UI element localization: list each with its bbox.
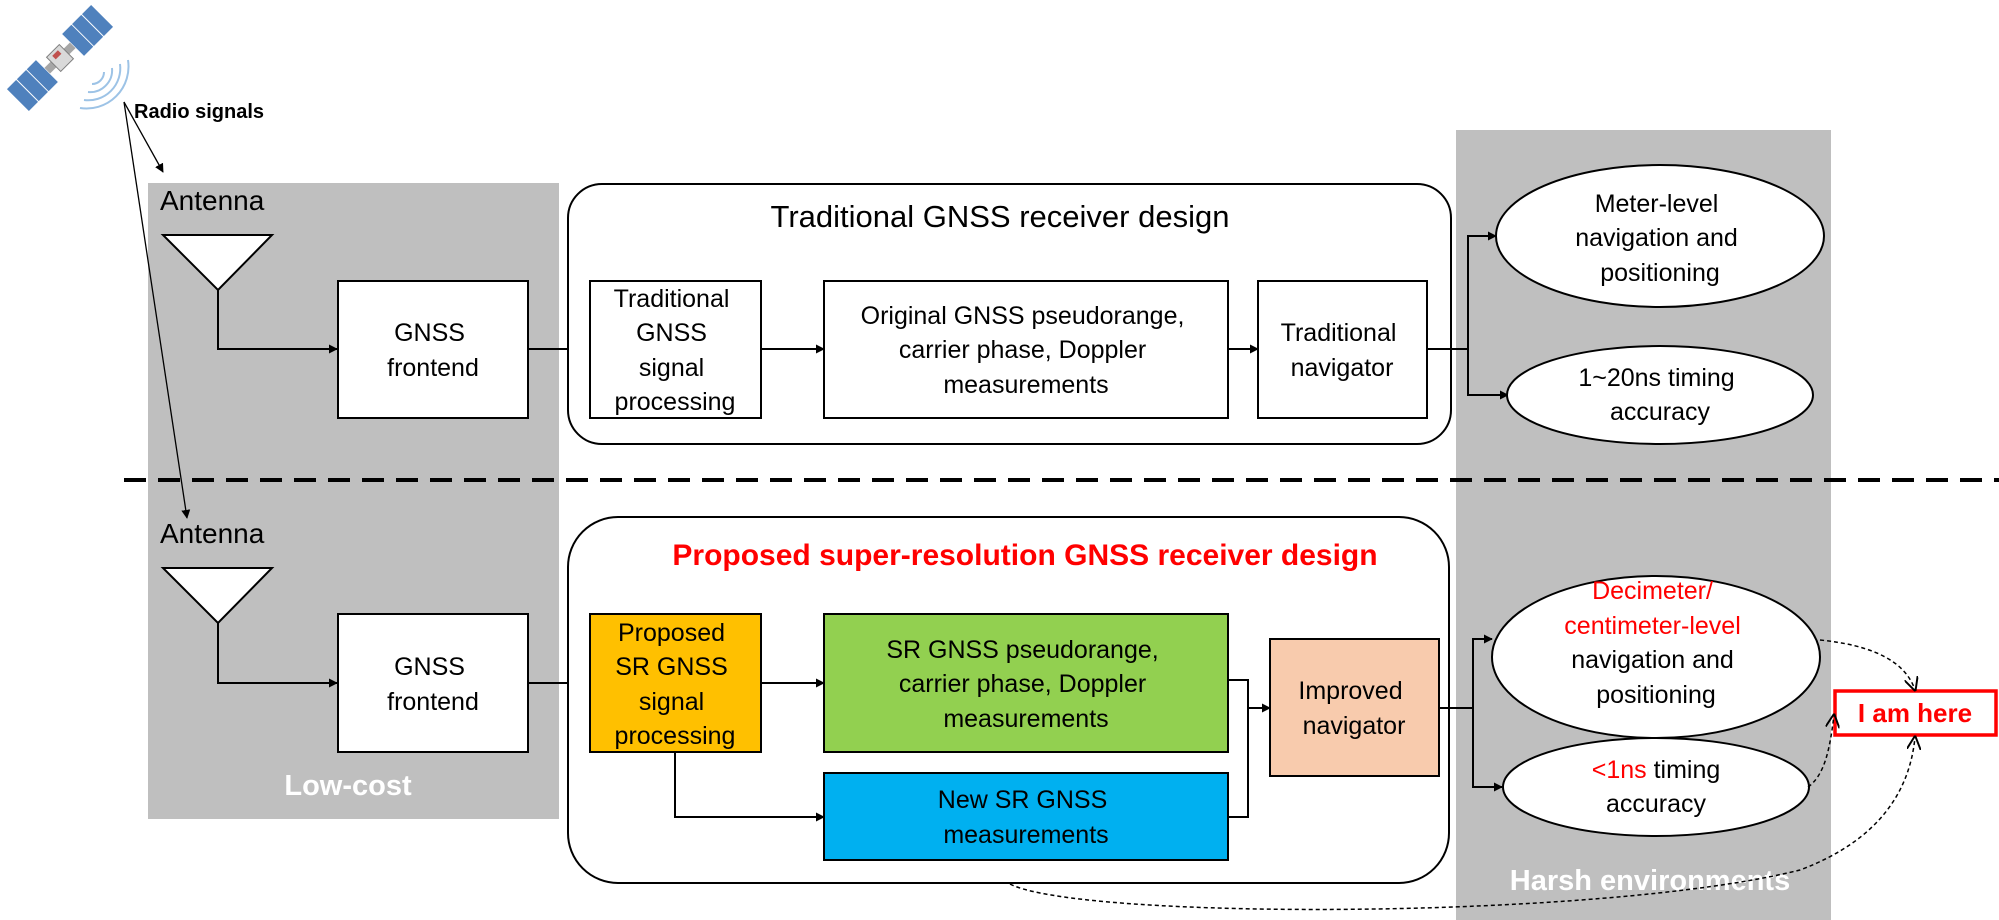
radio-signals-label: Radio signals: [134, 101, 264, 123]
trad-nav-output-arrows: [1427, 231, 1509, 400]
decimeter-output-ellipse: Decimeter/ centimeter-level navigation a…: [1491, 575, 1821, 739]
radio-arrow-top: [123, 101, 164, 173]
svg-text:<1ns timing: <1ns timing: [1592, 756, 1721, 784]
proposed-signal-processing-box: Proposed SR GNSS signal processing: [589, 613, 762, 753]
timing-1ns-line2: accuracy: [1606, 790, 1707, 818]
trad-sp-line3: signal: [639, 354, 704, 382]
svg-text:New SR GNSS measurements: New SR GNSS measurements: [938, 786, 1114, 849]
svg-text:Meter-level navigation a: Meter-level navigation and positioning: [1575, 190, 1745, 287]
sr-meas-line2: carrier phase, Doppler: [899, 670, 1146, 698]
harsh-environments-label: Harsh environments: [1510, 865, 1790, 897]
improved-navigator-box: Improved navigator: [1269, 638, 1440, 777]
i-am-here-text: I am here: [1858, 698, 1972, 728]
timing-1-20ns-line2: accuracy: [1610, 398, 1711, 426]
decimeter-red-line1: Decimeter/: [1592, 577, 1713, 605]
arrow-prop-sp-to-new-meas: [674, 752, 825, 822]
sr-meas-line3: measurements: [943, 705, 1108, 733]
svg-text:GNSS frontend: GNSS frontend: [387, 653, 479, 716]
svg-text:Proposed SR GNSS s: Proposed SR GNSS signal processing: [615, 619, 736, 750]
svg-text:1~20ns timing accuracy: 1~20ns timing accuracy: [1578, 364, 1741, 426]
gnss-frontend-bottom-line1: GNSS: [394, 653, 465, 681]
improved-nav-line1: Improved: [1298, 677, 1402, 705]
trad-nav-line2: navigator: [1291, 354, 1394, 382]
svg-text:Traditional navigator: Traditional navigator: [1281, 319, 1404, 382]
timing-1-20ns-line1: 1~20ns timing: [1578, 364, 1734, 392]
meter-level-line1: Meter-level: [1595, 190, 1719, 218]
timing-1ns-output-ellipse: <1ns timing accuracy: [1502, 737, 1810, 837]
traditional-navigator-box: Traditional navigator: [1257, 280, 1428, 419]
decimeter-line4: positioning: [1596, 681, 1716, 709]
timing-1ns-red: <1ns: [1592, 756, 1647, 784]
trad-sp-line4: processing: [615, 388, 736, 416]
prop-sp-line2: SR GNSS: [615, 653, 728, 681]
callout-dotted-connectors: [1009, 639, 1915, 911]
meas-to-improved-nav-connectors: [1228, 679, 1271, 818]
traditional-receiver-title: Traditional GNSS receiver design: [771, 199, 1230, 234]
i-am-here-callout: I am here: [1833, 689, 1998, 737]
antenna-bottom-icon: [160, 567, 338, 688]
meter-level-output-ellipse: Meter-level navigation and positioning: [1495, 164, 1825, 308]
gnss-frontend-top-line2: frontend: [387, 354, 479, 382]
radio-arrow-bottom: [123, 101, 191, 519]
sr-meas-line1: SR GNSS pseudorange,: [886, 636, 1158, 664]
timing-1ns-rest: timing: [1647, 756, 1721, 784]
orig-meas-line1: Original GNSS pseudorange,: [861, 302, 1185, 330]
orig-meas-line3: measurements: [943, 371, 1108, 399]
antenna-top-icon: [160, 234, 338, 354]
proposed-receiver-title: Proposed super-resolution GNSS receiver …: [672, 539, 1377, 572]
satellite-icon: [5, 3, 115, 113]
meter-level-line3: positioning: [1600, 259, 1720, 287]
antenna-top-label: Antenna: [160, 185, 265, 216]
decimeter-red-line2: centimeter-level: [1564, 612, 1740, 640]
gnss-frontend-top-box: GNSS frontend: [337, 280, 529, 419]
trad-sp-line1: Traditional: [614, 285, 730, 313]
svg-text:SR GNSS pseudorange, car: SR GNSS pseudorange, carrier phase, Dopp…: [886, 636, 1165, 733]
traditional-signal-processing-box: Traditional GNSS signal processing: [589, 280, 762, 419]
new-sr-line2: measurements: [943, 821, 1108, 849]
svg-text:Original GNSS pseudorange,: Original GNSS pseudorange, carrier phase…: [861, 302, 1192, 399]
low-cost-label: Low-cost: [284, 770, 412, 802]
improved-nav-output-arrows: [1439, 634, 1503, 792]
signal-waves-icon: [79, 59, 130, 110]
original-measurements-box: Original GNSS pseudorange, carrier phase…: [823, 280, 1229, 419]
antenna-bottom-label: Antenna: [160, 518, 265, 549]
svg-text:Decimeter/ centimeter-le: Decimeter/ centimeter-level navigation a…: [1564, 577, 1747, 709]
gnss-frontend-bottom-line2: frontend: [387, 688, 479, 716]
meter-level-line2: navigation and: [1575, 224, 1738, 252]
new-sr-line1: New SR GNSS: [938, 786, 1107, 814]
prop-sp-line1: Proposed: [618, 619, 725, 647]
orig-meas-line2: carrier phase, Doppler: [899, 336, 1146, 364]
prop-sp-line4: processing: [615, 722, 736, 750]
svg-text:Improved navigator: Improved navigator: [1298, 677, 1409, 740]
trad-nav-line1: Traditional: [1281, 319, 1397, 347]
prop-sp-line3: signal: [639, 688, 704, 716]
trad-sp-line2: GNSS: [636, 319, 707, 347]
improved-nav-line2: navigator: [1303, 712, 1406, 740]
svg-text:Traditional GNSS s: Traditional GNSS signal processing: [614, 285, 737, 416]
svg-text:GNSS frontend: GNSS frontend: [387, 319, 479, 382]
timing-1-20ns-output-ellipse: 1~20ns timing accuracy: [1506, 345, 1814, 445]
decimeter-line3: navigation and: [1571, 646, 1734, 674]
gnss-frontend-bottom-box: GNSS frontend: [337, 613, 529, 753]
gnss-frontend-top-line1: GNSS: [394, 319, 465, 347]
sr-measurements-box: SR GNSS pseudorange, carrier phase, Dopp…: [823, 613, 1229, 753]
new-sr-measurements-box: New SR GNSS measurements: [823, 772, 1229, 861]
